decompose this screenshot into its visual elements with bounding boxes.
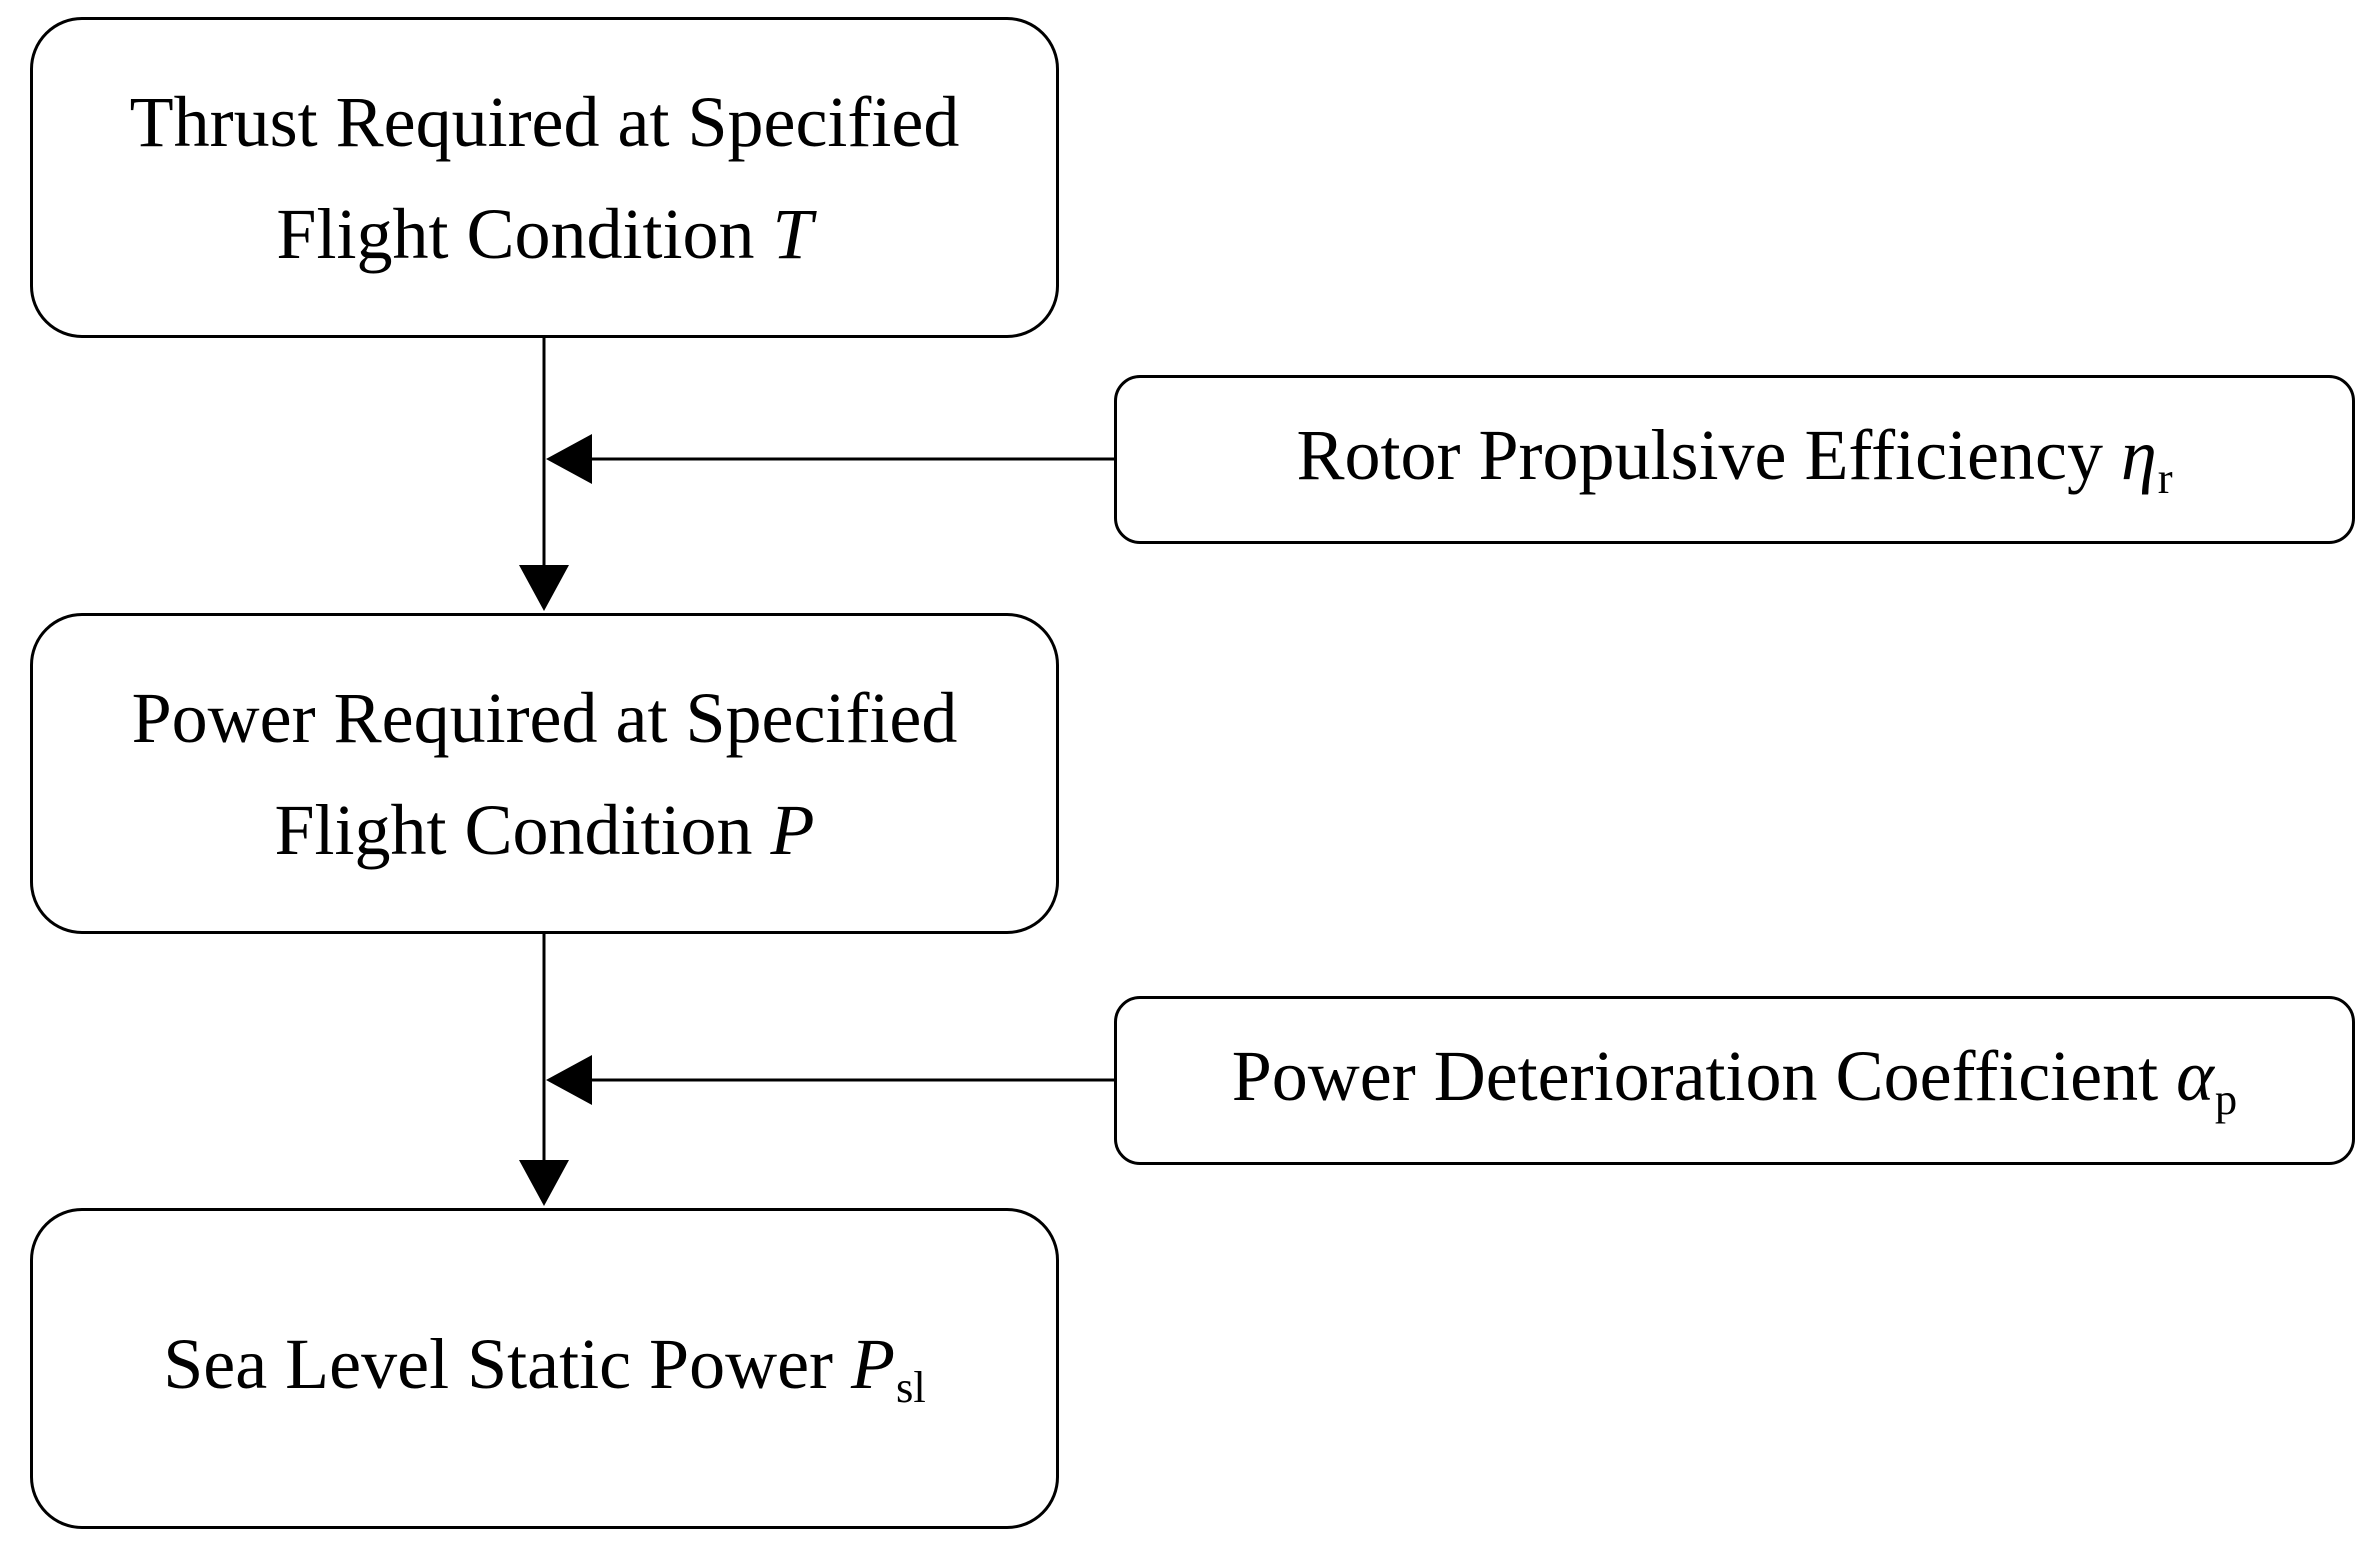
deterioration-symbol: α <box>2176 1036 2214 1116</box>
thrust-label-text: Flight Condition <box>276 193 755 274</box>
arrowhead-into-power-box <box>519 565 569 611</box>
thrust-label-line1: Thrust Required at Specified <box>129 81 960 162</box>
sea-level-text: Sea Level Static Power <box>163 1324 834 1404</box>
sea-level-symbol: P <box>851 1324 895 1404</box>
rotor-propulsive-efficiency-box: Rotor Propulsive Efficiency ηr <box>1114 375 2355 544</box>
thrust-label-line2: Flight Condition T <box>130 178 960 290</box>
power-required-label: Power Required at Specified Flight Condi… <box>132 662 958 886</box>
arrowhead-rotor-efficiency <box>546 434 592 484</box>
thrust-required-box: Thrust Required at Specified Flight Cond… <box>30 17 1059 338</box>
deterioration-text: Power Deterioration Coefficient <box>1231 1036 2159 1116</box>
deterioration-subscript: p <box>2214 1074 2238 1125</box>
thrust-symbol: T <box>772 193 813 274</box>
arrowhead-into-sea-level-box <box>519 1160 569 1206</box>
rotor-efficiency-text: Rotor Propulsive Efficiency <box>1296 415 2103 495</box>
deterioration-label: Power Deterioration Coefficient αp <box>1232 1020 2237 1141</box>
power-required-box: Power Required at Specified Flight Condi… <box>30 613 1059 934</box>
rotor-efficiency-subscript: r <box>2157 453 2173 504</box>
power-label-text: Flight Condition <box>274 789 753 870</box>
sea-level-label: Sea Level Static Power Psl <box>163 1308 926 1429</box>
power-deterioration-coefficient-box: Power Deterioration Coefficient αp <box>1114 996 2355 1165</box>
power-symbol: P <box>770 789 815 870</box>
rotor-efficiency-symbol: η <box>2120 415 2157 495</box>
power-label-line1: Power Required at Specified <box>131 677 958 758</box>
rotor-efficiency-label: Rotor Propulsive Efficiency ηr <box>1296 399 2172 520</box>
thrust-required-label: Thrust Required at Specified Flight Cond… <box>130 66 960 290</box>
power-label-line2: Flight Condition P <box>132 774 958 886</box>
arrowhead-deterioration <box>546 1055 592 1105</box>
sea-level-subscript: sl <box>896 1362 926 1413</box>
sea-level-static-power-box: Sea Level Static Power Psl <box>30 1208 1059 1529</box>
